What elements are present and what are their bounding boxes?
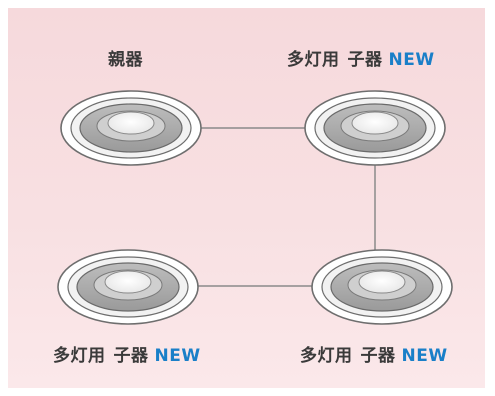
connector-lines [197,127,376,287]
new-badge: NEW [401,346,448,366]
child-prefix-text: 多灯用 [53,346,106,366]
downlight-parent [60,90,202,166]
label-parent: 親器 [108,45,143,70]
downlight-child-top-right [304,90,446,166]
parent-label-text: 親器 [108,50,143,70]
downlight-child-bottom-left [57,249,199,325]
new-badge: NEW [388,50,435,70]
child-prefix-text: 多灯用 [287,50,340,70]
child-word-text: 子器 [360,346,396,366]
new-badge: NEW [154,346,201,366]
child-prefix-text: 多灯用 [300,346,353,366]
child-word-text: 子器 [113,346,149,366]
child-word-text: 子器 [347,50,383,70]
diagram-background [8,8,485,388]
downlight-child-bottom-right [311,249,453,325]
